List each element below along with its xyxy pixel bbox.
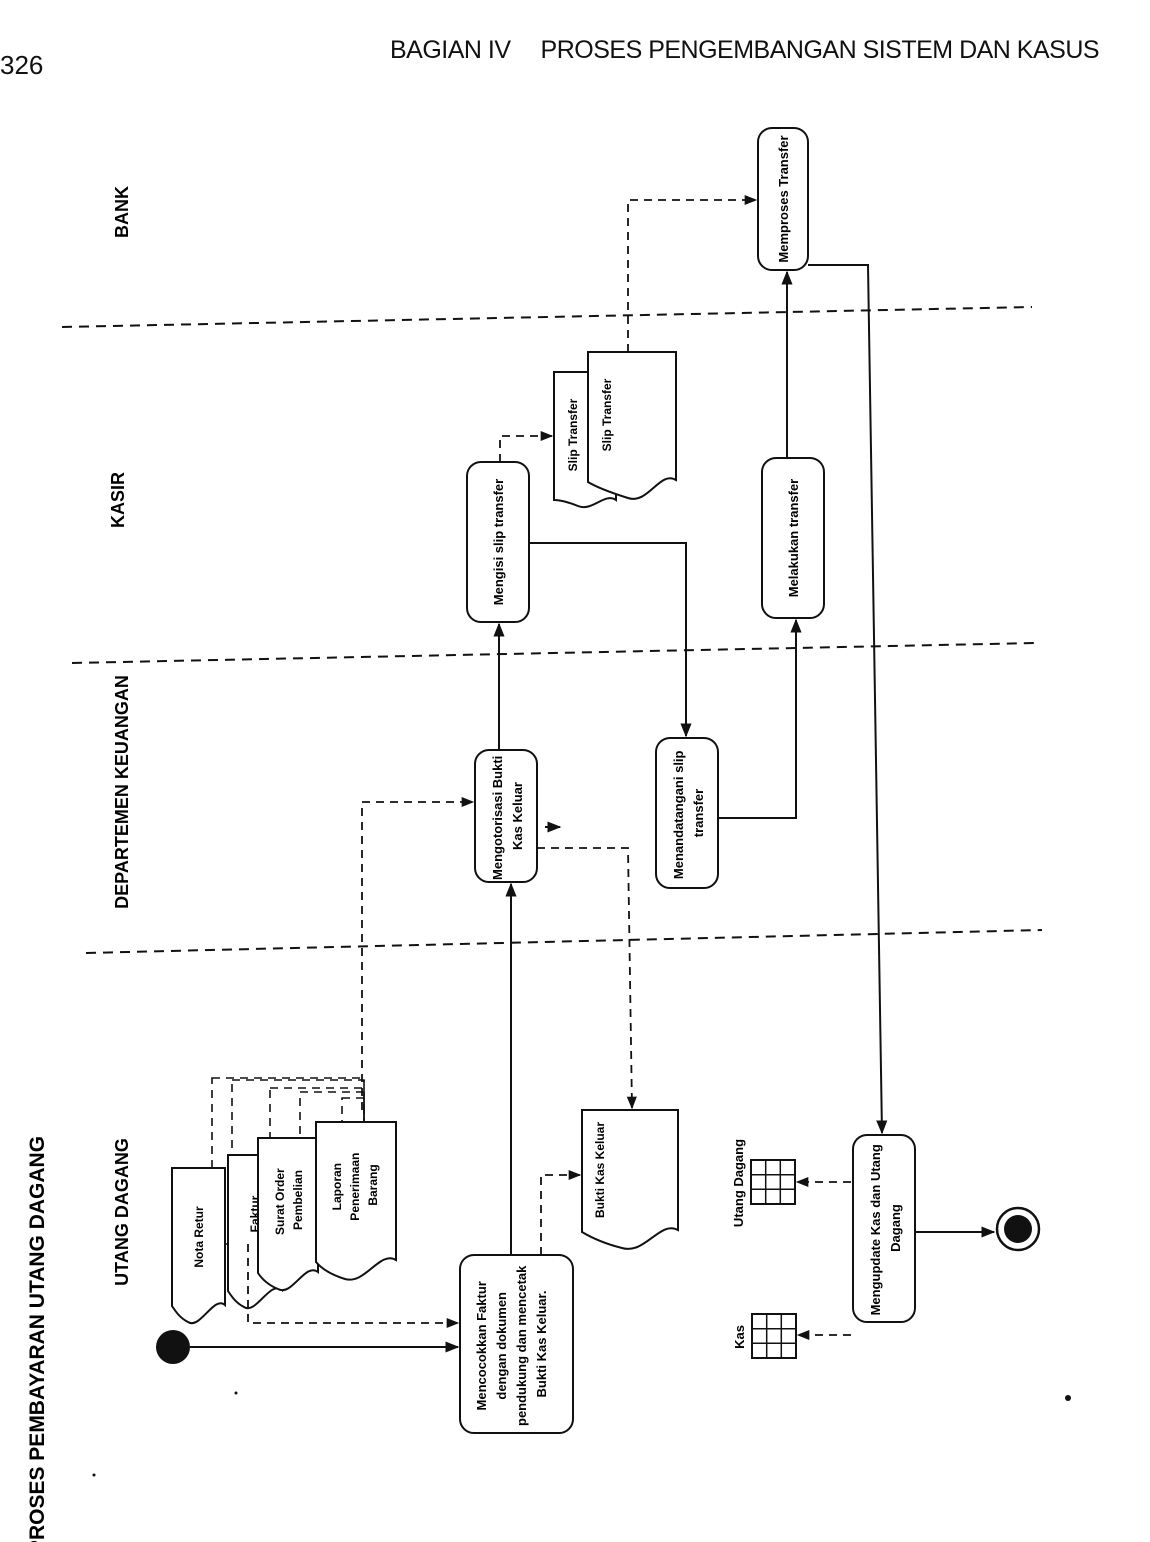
document-slip-transfer-front: Slip Transfer	[587, 351, 677, 500]
lane-divider-kasir-keuangan	[71, 642, 1037, 664]
lane-title-utang-dagang: UTANG DAGANG	[112, 1138, 132, 1286]
svg-text:Melakukan transfer: Melakukan transfer	[786, 479, 801, 598]
scan-speck	[1065, 1395, 1071, 1401]
activity-memproses-transfer: Memproses Transfer	[757, 127, 809, 271]
svg-text:Mengisi slip transfer: Mengisi slip transfer	[491, 479, 506, 605]
initial-node	[156, 1330, 190, 1364]
datastore-kas-label: Kas	[732, 1325, 747, 1349]
flow-memproses-to-mengupdate	[808, 264, 888, 1135]
control-flows	[190, 264, 996, 1353]
svg-text:Mengotorisasi Bukti Kas: Mengotorisasi Bukti Kas Keluar	[490, 752, 525, 880]
lane-divider-bank-kasir	[61, 306, 1033, 328]
diagram-title: PROSES PEMBAYARAN UTANG DAGANG	[26, 1136, 49, 1542]
document-surat-order-pembelian: Surat Order Pembelian	[257, 1137, 319, 1292]
lane-title-bank: BANK	[112, 186, 132, 238]
document-bukti-kas-keluar: Bukti Kas Keluar	[581, 1109, 679, 1250]
svg-text:Bukti Kas Keluar: Bukti Kas Keluar	[593, 1122, 607, 1218]
swimlane-dividers	[61, 306, 1043, 954]
svg-text:Slip Transfer: Slip Transfer	[566, 398, 580, 471]
activity-mengisi-slip-transfer: Mengisi slip transfer	[466, 461, 530, 623]
datastore-kas: Kas	[732, 1313, 797, 1359]
activity-melakukan-transfer: Melakukan transfer	[761, 457, 825, 619]
document-nota-retur: Nota Retur	[171, 1167, 226, 1325]
running-header: BAGIAN IV PROSES PENGEMBANGAN SISTEM DAN …	[390, 36, 1100, 65]
objflow-slip-to-memproses	[627, 194, 758, 352]
svg-text:Nota Retur: Nota Retur	[192, 1206, 206, 1268]
lane-title-keuangan: DEPARTEMEN KEUANGAN	[112, 675, 132, 909]
activity-mengotorisasi-bukti-kas: Mengotorisasi Bukti Kas Keluar	[474, 749, 538, 883]
datastore-utang-dagang-label: Utang Dagang	[731, 1139, 746, 1227]
objflow-documents-to-mengotorisasi	[361, 796, 475, 1110]
datastore-utang-dagang: Utang Dagang	[731, 1139, 796, 1227]
lane-title-kasir: KASIR	[108, 472, 128, 528]
svg-text:Menandatangani slip tran: Menandatangani slip transfer	[671, 747, 706, 879]
flow-menandatangani-to-melakukan	[718, 618, 802, 819]
svg-text:Surat Order Pembelian: Surat Order Pembelian	[273, 1165, 305, 1235]
activity-menandatangani-slip: Menandatangani slip transfer	[655, 737, 719, 889]
objflow-mengotorisasi-to-bukti-kas	[537, 847, 637, 1110]
svg-text:Laporan Penerimaan: Laporan Penerimaan Barang	[330, 1149, 380, 1220]
activity-mengupdate-kas-utang: Mengupdate Kas dan Utang Dagang	[852, 1134, 916, 1323]
objflow-mengisi-slip-to-slip	[499, 430, 554, 462]
scan-speck	[234, 1391, 238, 1395]
object-flows	[247, 194, 851, 1341]
scan-speck	[92, 1473, 96, 1477]
objflow-mencocokkan-to-bukti-kas	[540, 1169, 582, 1255]
activity-mencocokkan-faktur: Mencocokkan Faktur dengan dokumen penduk…	[459, 1254, 574, 1434]
page-number: 326	[0, 50, 44, 80]
flow-mengisi-slip-to-menandatangani	[529, 542, 692, 738]
lane-divider-keuangan-utang	[85, 929, 1043, 954]
header-title: PROSES PENGEMBANGAN SISTEM DAN KASUS	[540, 36, 1100, 64]
svg-text:Slip Transfer: Slip Transfer	[600, 378, 614, 451]
svg-text:Mengupdate Kas dan Utang: Mengupdate Kas dan Utang Dagang	[868, 1141, 903, 1316]
document-laporan-penerimaan-barang: Laporan Penerimaan Barang	[315, 1121, 397, 1281]
final-node	[995, 1206, 1041, 1252]
header-part: BAGIAN IV	[390, 36, 511, 64]
svg-text:Memproses Transfer: Memproses Transfer	[776, 135, 791, 262]
svg-text:Mencocokkan Faktur denga: Mencocokkan Faktur dengan dokumen penduk…	[474, 1262, 549, 1426]
